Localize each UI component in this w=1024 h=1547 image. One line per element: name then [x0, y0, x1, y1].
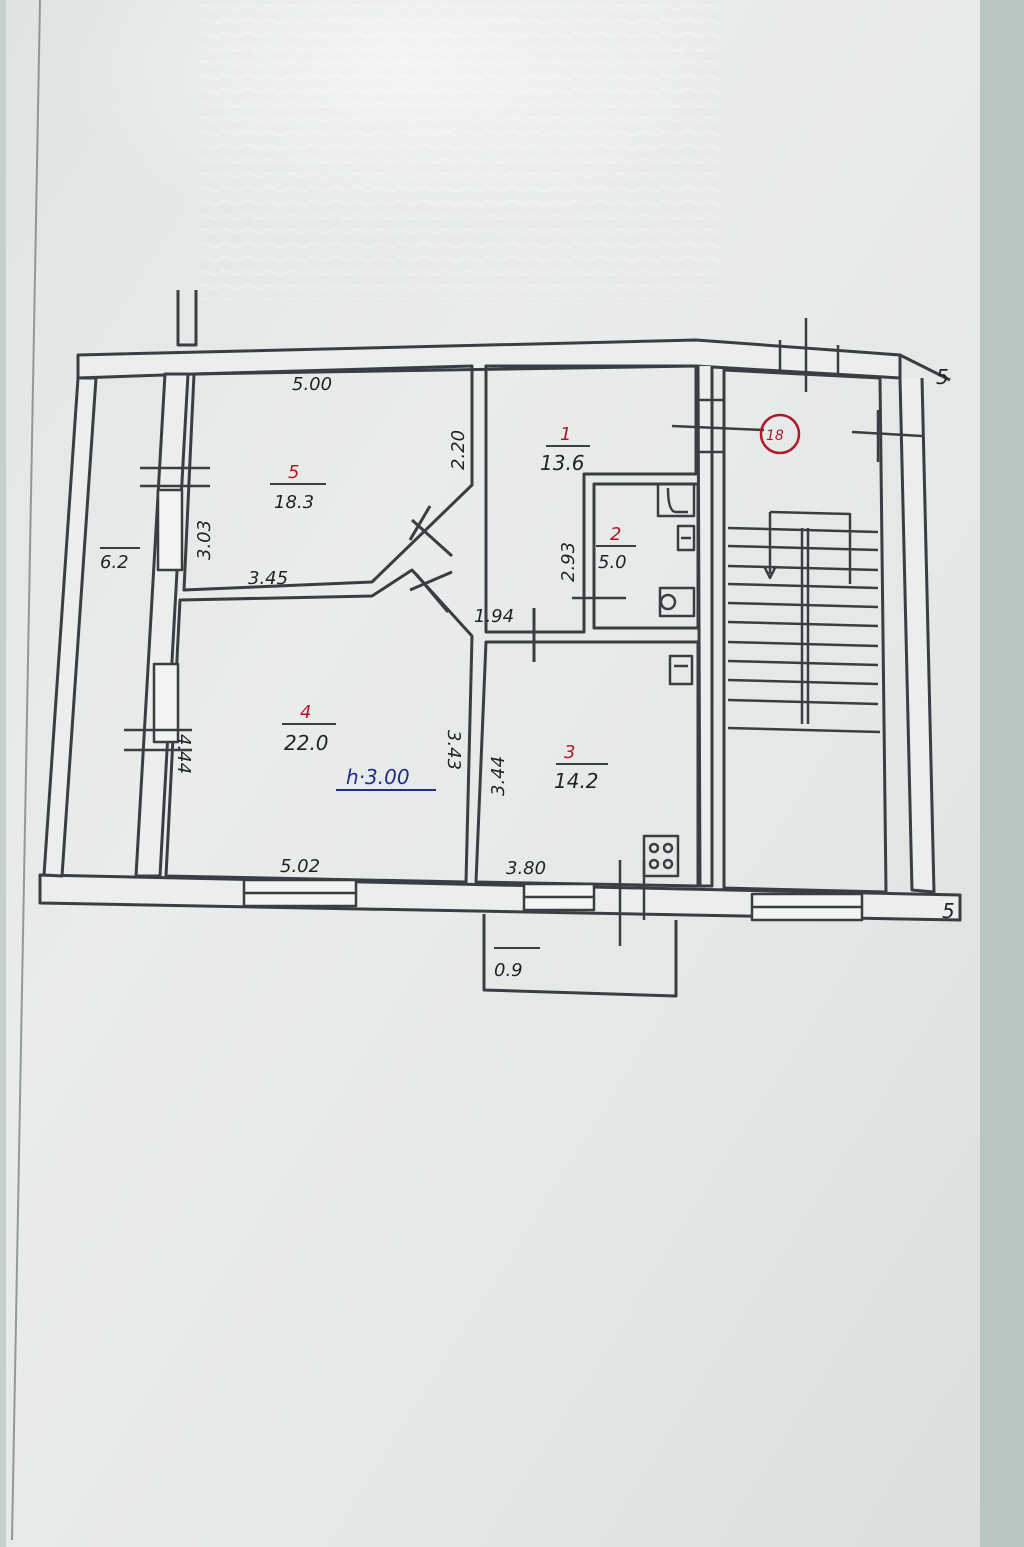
wall-ticks — [124, 318, 923, 946]
balcony — [482, 914, 678, 998]
kitchen-sink-icon — [668, 654, 694, 686]
dim-room5-top: 5.00 — [292, 374, 332, 395]
room-5-area: 18.3 — [274, 492, 314, 513]
room-1 — [484, 364, 698, 634]
stair-number-circle — [759, 413, 801, 455]
bathtub-icon — [656, 482, 696, 518]
dim-room4-side: 4.44 — [173, 734, 194, 774]
door-mark-4b — [414, 573, 450, 613]
room-3 — [474, 640, 700, 888]
dim-room5-diag: 2.20 — [448, 430, 469, 470]
dim-balcony: 0.9 — [494, 960, 523, 981]
room-4 — [164, 568, 474, 884]
left-outer-wall — [42, 376, 98, 878]
top-right-wall-stub — [899, 353, 951, 382]
stair-treads — [727, 510, 881, 734]
section-mark-bottom: 5 — [942, 899, 955, 923]
room-1-number: 1 — [560, 424, 571, 445]
door-mark-4 — [409, 570, 453, 592]
stairwell-wall-right — [898, 377, 936, 894]
plan-drawing — [38, 290, 962, 998]
windows — [152, 488, 864, 922]
dim-room3-bottom: 3.80 — [506, 858, 546, 879]
room-2-area: 5.0 — [598, 552, 627, 573]
paper-edge — [980, 0, 1024, 1547]
room-1-area: 13.6 — [540, 451, 585, 475]
room-5 — [182, 364, 474, 592]
dim-outer-left: 6.2 — [100, 552, 129, 573]
door-mark-5b — [408, 505, 432, 541]
dim-room5-bottom: 3.45 — [248, 568, 288, 589]
room-2-number: 2 — [610, 524, 621, 545]
room-labels: 1 13.6 2 5.0 3 14.2 4 22.0 5 18.3 — [274, 424, 627, 793]
dimension-labels: 5.00 2.20 3.03 3.45 4.44 5.02 3.43 3.44 … — [100, 374, 579, 981]
section-mark-top: 5 — [936, 365, 949, 389]
room-4-area: 22.0 — [284, 731, 329, 755]
ceiling-height: h·3.00 — [346, 765, 410, 789]
dim-room3-left: 3.44 — [488, 756, 509, 796]
room-5-number: 5 — [288, 462, 299, 483]
sink-icon — [676, 524, 696, 552]
paper-border-line — [11, 0, 41, 1541]
room-4-number: 4 — [300, 702, 311, 723]
toilet-icon — [658, 586, 696, 618]
stair-number: 18 — [766, 428, 784, 444]
dim-room2-side: 2.93 — [558, 542, 579, 582]
dim-room4-right: 3.43 — [443, 730, 464, 770]
room-3-area: 14.2 — [554, 769, 599, 793]
dim-corridor: 1.94 — [474, 606, 514, 627]
light-stripes — [200, 0, 720, 300]
dim-room4-bottom: 5.02 — [280, 856, 320, 877]
fraction-bars — [100, 445, 636, 949]
chimney-stub — [176, 290, 198, 347]
room-3-number: 3 — [564, 742, 575, 763]
dim-room5-side: 3.03 — [194, 520, 215, 560]
stove-icon — [642, 834, 680, 878]
stairwell — [722, 368, 888, 894]
stairwell-wall-left — [696, 365, 714, 888]
